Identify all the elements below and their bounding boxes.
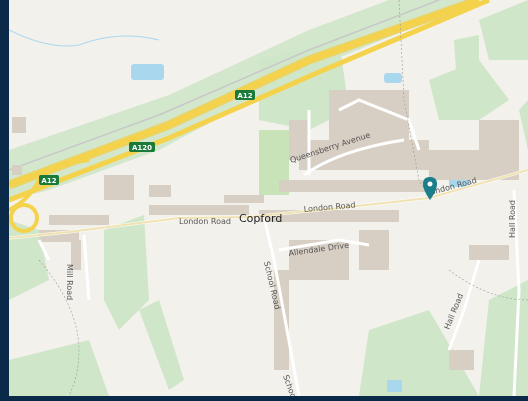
map-pin-icon[interactable] [423, 177, 437, 200]
roundabout[interactable] [9, 203, 39, 233]
water-bodies [131, 64, 469, 392]
label-copford: Copford [239, 212, 282, 225]
footpath-west [38, 259, 80, 396]
shield-a120: A120 [129, 142, 155, 152]
label-london-road-west: London Road [179, 217, 231, 226]
footpath-east [448, 269, 528, 301]
label-hall-road-east: Hall Road [508, 200, 517, 238]
shield-a12-north: A12 [235, 90, 255, 100]
stream [9, 29, 160, 47]
footpath-north [398, 0, 430, 197]
svg-text:A120: A120 [132, 144, 152, 152]
svg-text:A12: A12 [41, 177, 56, 185]
map-viewport[interactable]: A12 A120 A12 London Road Copford London … [9, 0, 528, 396]
label-mill-road: Mill Road [65, 264, 74, 300]
svg-text:A12: A12 [237, 92, 252, 100]
shield-a12-west: A12 [39, 175, 59, 185]
map-canvas[interactable]: A12 A120 A12 London Road Copford London … [9, 0, 528, 396]
